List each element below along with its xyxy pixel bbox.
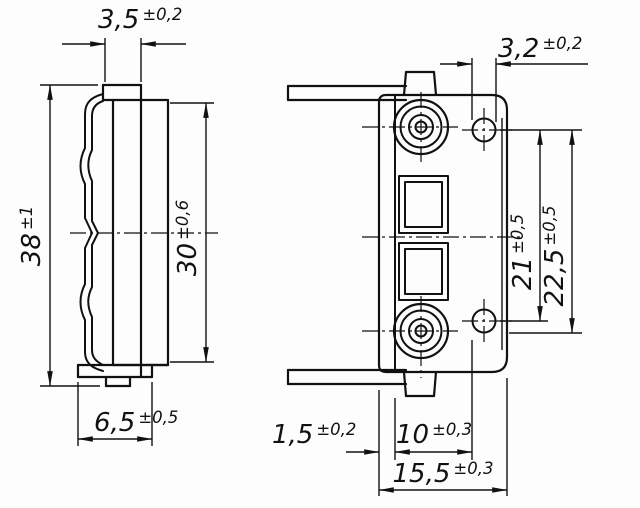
dim-1-5-label: 1,5±0,2 [272,420,356,450]
dim-22-5-label: 22,5±0,5 [540,206,570,307]
front-view-top-terminal [286,70,438,102]
dim-base-width: 6,5±0,5 [77,382,178,446]
dim-hole-spacing: 21±0,5 [500,129,582,322]
dim-hole-diameter: 3,2±0,2 [440,34,588,122]
dim-overall-height: 38±1 [17,84,100,387]
dim-flange-height: 30±0,6 [170,102,214,363]
front-view-windows [398,175,449,301]
dim-3-2-label: 3,2±0,2 [498,34,582,64]
side-view: 38±1 3,5±0,2 30±0,6 6,5±0,5 [17,5,218,446]
dim-6-5-label: 6,5±0,5 [94,408,178,438]
dim-30-label: 30±0,6 [173,200,203,276]
dim-21-label: 21±0,5 [508,214,538,290]
dim-10-label: 10±0,3 [396,420,472,450]
side-view-outline [76,83,170,388]
dim-38-label: 38±1 [17,206,47,266]
dim-15-5-label: 15,5±0,3 [393,459,494,489]
dim-3-5-label: 3,5±0,2 [98,5,182,35]
front-view: 3,2±0,2 21±0,5 22,5±0,5 1,5±0,2 10±0, [272,34,588,496]
dim-hole-span: 22,5±0,5 [509,129,582,334]
front-view-bottom-terminal [286,368,438,398]
dim-top-tab-width: 3,5±0,2 [62,5,186,82]
dim-bottom-chain: 1,5±0,2 10±0,3 15,5±0,3 [272,340,508,496]
